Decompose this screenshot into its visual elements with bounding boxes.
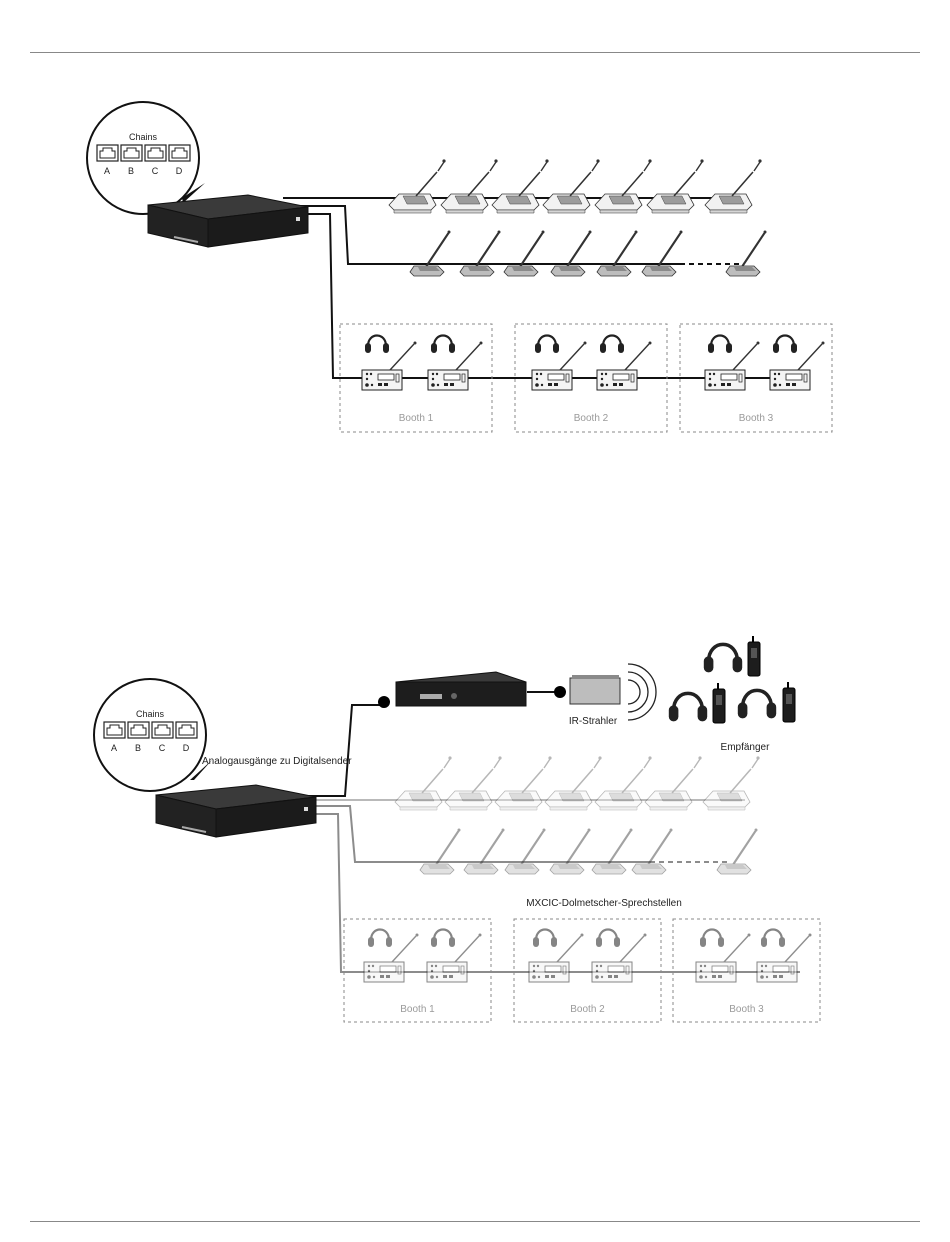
chain-c-cable [300,214,810,378]
delegate-unit [705,159,762,213]
mic-base-unit [410,231,451,277]
booth-label: Booth 2 [570,1004,605,1015]
central-unit [148,195,308,247]
ir-wave-icon [628,672,648,712]
digital-transmitter [396,672,526,706]
mic-base-unit [632,829,673,875]
mic-base-unit [717,829,758,875]
rj45-port-icon [152,722,173,738]
delegate-unit [647,159,704,213]
delegate-unit [645,756,702,810]
rj45-port-icon [169,145,190,161]
rj45-port-icon [176,722,197,738]
headphones-icon [708,336,732,354]
headphones-icon [365,336,389,354]
bottom-port-label-b: B [135,743,141,753]
receivers-caption: Empfänger [721,742,771,753]
chain-c-cable-dimmed [305,814,800,972]
delegate-unit [395,756,452,810]
mic-base-unit [726,231,767,277]
receiver-icon [748,636,760,676]
bottom-port-label-c: C [159,743,166,753]
chain-b-cable-dimmed [300,806,650,862]
mic-base-unit [504,231,545,277]
bottom-chains-title: Chains [136,709,165,719]
delegate-unit [595,756,652,810]
analog-out-cable [292,705,380,796]
mic-base-unit [464,829,505,875]
top-chains-title: Chains [129,132,158,142]
delegate-unit [445,756,502,810]
bottom-port-label-a: A [111,743,117,753]
delegate-unit [543,159,600,213]
headphones-icon [773,336,797,354]
top-port-label-b: B [128,166,134,176]
mic-base-unit [420,829,461,875]
booth-label: Booth 3 [739,413,774,424]
booth-label: Booth 1 [399,413,434,424]
mic-base-unit [551,231,592,277]
ir-radiator-caption: IR-Strahler [569,716,618,727]
receiver-icon [713,683,725,723]
headphones-icon [431,930,455,948]
booth-label: Booth 1 [400,1004,435,1015]
headphones-icon [669,693,707,721]
delegate-unit [441,159,498,213]
delegate-unit [389,159,446,213]
delegate-unit [545,756,602,810]
delegate-unit [595,159,652,213]
delegate-unit [703,756,760,810]
top-rule [30,52,920,53]
headphones-icon [761,930,785,948]
cable-connector-dot [378,696,390,708]
ir-wave-icon [628,680,640,704]
headphones-icon [738,690,776,718]
headphones-icon [368,930,392,948]
top-port-label-c: C [152,166,159,176]
delegate-unit [495,756,552,810]
headphones-icon [431,336,455,354]
rj45-port-icon [128,722,149,738]
mic-base-unit [597,231,638,277]
headphones-icon [700,930,724,948]
bottom-port-label-d: D [183,743,190,753]
headphones-icon [596,930,620,948]
booth-label: Booth 2 [574,413,609,424]
receiver-icon [783,682,795,722]
mic-base-unit [550,829,591,875]
central-unit [156,785,316,837]
rj45-port-icon [121,145,142,161]
mic-base-unit [592,829,633,875]
top-port-label-d: D [176,166,183,176]
rj45-port-icon [97,145,118,161]
analog-outputs-caption: Analogausgänge zu Digitalsender [202,756,352,767]
headphones-icon [704,644,742,672]
headphones-icon [535,336,559,354]
headphones-icon [600,336,624,354]
delegate-unit [492,159,549,213]
bottom-rule [30,1221,920,1222]
rj45-port-icon [145,145,166,161]
mic-base-unit [505,829,546,875]
cable-connector-dot [554,686,566,698]
headphones-icon [533,930,557,948]
top-port-label-a: A [104,166,110,176]
interpreter-units-caption: MXCIC-Dolmetscher-Sprechstellen [526,898,682,909]
mic-base-unit [460,231,501,277]
mic-base-unit [642,231,683,277]
ir-radiator [570,675,620,704]
booth-label: Booth 3 [729,1004,764,1015]
rj45-port-icon [104,722,125,738]
